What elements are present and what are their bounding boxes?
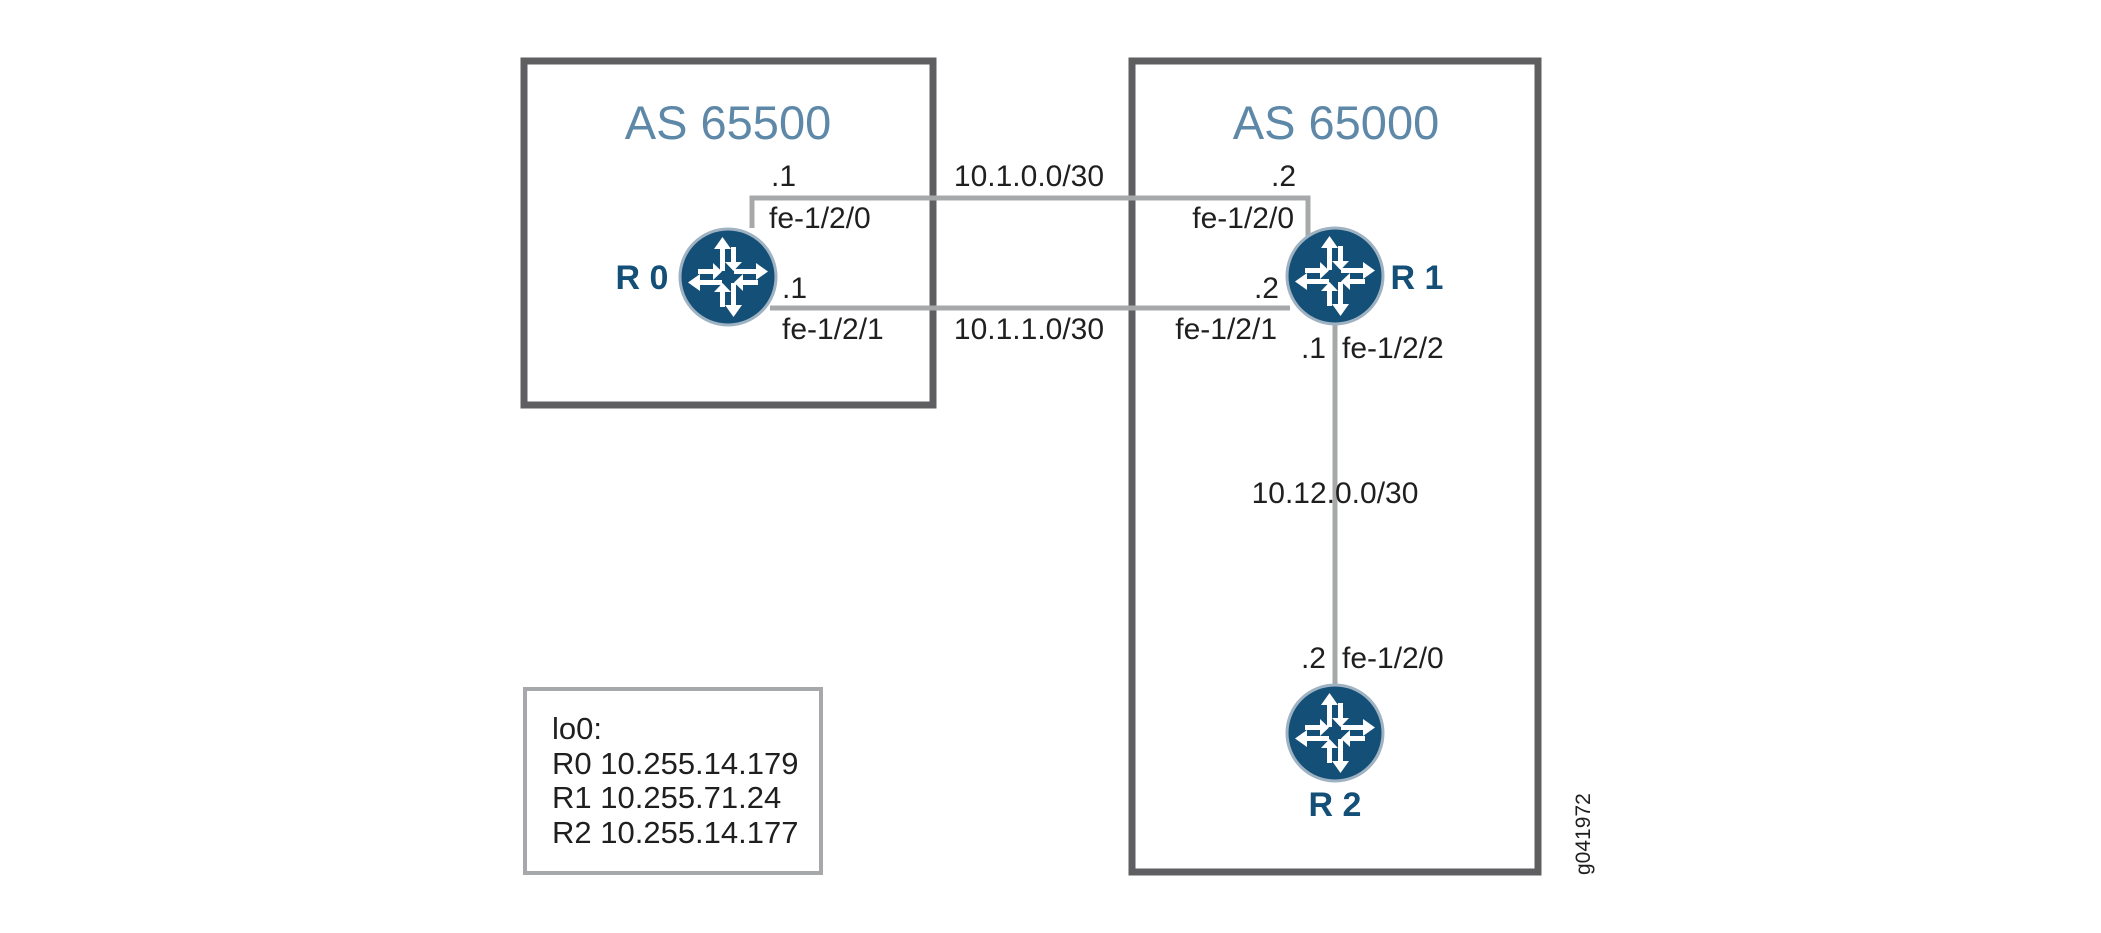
router-r2-label: R 2 — [1309, 786, 1362, 824]
middle-link-r0-host: .1 — [782, 272, 807, 305]
top-link-r1-host: .2 — [1271, 160, 1296, 193]
loopback-legend-line: R0 10.255.14.179 — [552, 746, 799, 781]
vertical-link-r2-interface: fe-1/2/0 — [1342, 642, 1444, 675]
router-r1 — [1285, 226, 1385, 326]
router-icon — [1285, 683, 1385, 783]
vertical-link-r1-host: .1 — [1301, 332, 1326, 365]
loopback-legend-box — [523, 687, 823, 875]
as-65500-title: AS 65500 — [625, 96, 831, 149]
router-icon — [1285, 226, 1385, 326]
top-link-subnet: 10.1.0.0/30 — [954, 160, 1104, 193]
middle-link-r1-interface: fe-1/2/1 — [1175, 313, 1277, 346]
router-icon — [678, 227, 778, 327]
middle-link-r1-host: .2 — [1254, 272, 1279, 305]
vertical-link-subnet: 10.12.0.0/30 — [1252, 477, 1419, 510]
link-r0-r1-top — [749, 195, 1311, 240]
loopback-legend-line: R1 10.255.71.24 — [552, 780, 781, 815]
router-r1-label: R 1 — [1391, 259, 1444, 297]
vertical-link-r1-interface: fe-1/2/2 — [1342, 332, 1444, 365]
vertical-link-r2-host: .2 — [1301, 642, 1326, 675]
router-r0-label: R 0 — [616, 259, 669, 297]
middle-link-subnet: 10.1.1.0/30 — [954, 313, 1104, 346]
router-r2 — [1285, 683, 1385, 783]
router-r0 — [678, 227, 778, 327]
figure-id: g041972 — [1572, 793, 1595, 875]
middle-link-r0-interface: fe-1/2/1 — [782, 313, 884, 346]
top-link-r0-interface: fe-1/2/0 — [769, 202, 871, 235]
top-link-r1-interface: fe-1/2/0 — [1192, 202, 1294, 235]
loopback-legend-line: R2 10.255.14.177 — [552, 815, 799, 850]
as-65000-box — [1128, 57, 1542, 876]
top-link-r0-host: .1 — [771, 160, 796, 193]
as-65500-box — [520, 57, 937, 409]
as-65000-title: AS 65000 — [1233, 96, 1439, 149]
loopback-legend-heading: lo0: — [552, 711, 602, 746]
